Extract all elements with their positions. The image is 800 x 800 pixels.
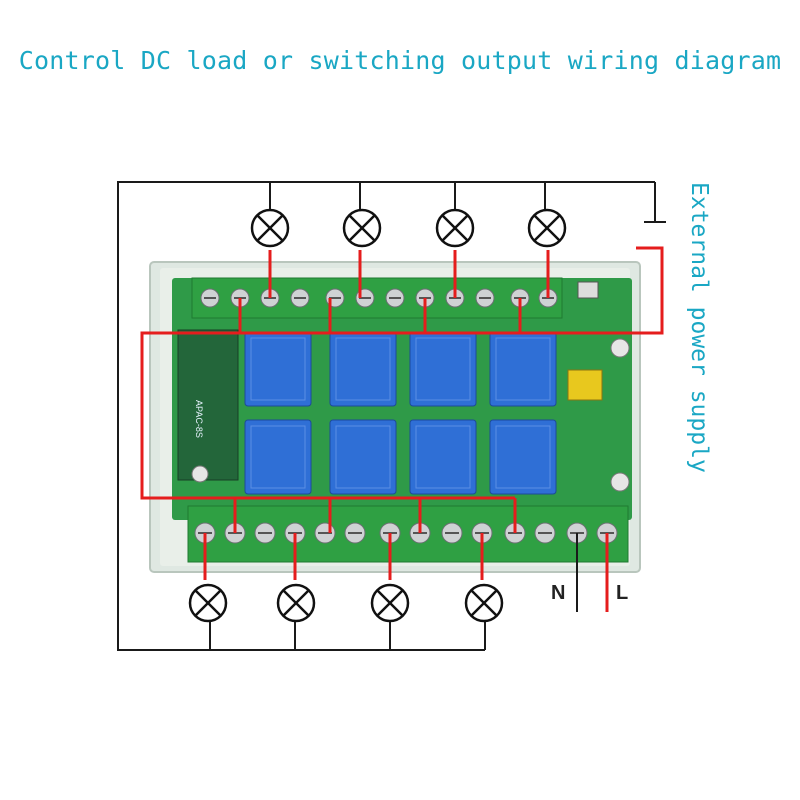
lamp-cross — [348, 214, 376, 242]
relay-body — [489, 419, 557, 495]
line-terminal-label: L — [616, 582, 629, 604]
neutral-terminal-label: N — [551, 582, 566, 604]
bottom-lamp-3 — [370, 583, 410, 623]
relay-label-area — [495, 425, 551, 489]
relay-body — [409, 419, 477, 495]
relay-3 — [409, 331, 477, 407]
top-lamp-2 — [342, 208, 382, 248]
relay-6 — [329, 419, 397, 495]
lamps — [188, 208, 567, 623]
relay-body — [409, 331, 477, 407]
relay-5 — [244, 419, 312, 495]
relay-8 — [489, 419, 557, 495]
transformer — [567, 369, 603, 401]
relay-7 — [409, 419, 477, 495]
board-model-text: APAC-8S — [194, 400, 204, 438]
lamp-cross — [282, 589, 310, 617]
capacitor-2 — [610, 472, 630, 492]
capacitor-3 — [191, 465, 209, 483]
relay-1 — [244, 331, 312, 407]
relay-body — [329, 419, 397, 495]
top-lamp-3 — [435, 208, 475, 248]
relay-label-area — [250, 337, 306, 401]
relay-4 — [489, 331, 557, 407]
bottom-lamp-4 — [464, 583, 504, 623]
relay-label-area — [250, 425, 306, 489]
lamp-cross — [533, 214, 561, 242]
top-lamp-1 — [250, 208, 290, 248]
learn-button — [577, 281, 599, 299]
relay-body — [244, 419, 312, 495]
relay-label-area — [335, 425, 391, 489]
lamp-cross — [441, 214, 469, 242]
bottom-lamp-1 — [188, 583, 228, 623]
relay-2 — [329, 331, 397, 407]
relay-body — [489, 331, 557, 407]
dc-negative-loop — [117, 181, 655, 651]
relay-label-area — [495, 337, 551, 401]
relay-group — [244, 331, 557, 495]
lamp-cross — [256, 214, 284, 242]
lamp-cross — [470, 589, 498, 617]
lamp-cross — [194, 589, 222, 617]
bottom-lamp-2 — [276, 583, 316, 623]
external-power-supply-label: External power supply — [686, 182, 712, 473]
relay-label-area — [335, 337, 391, 401]
top-terminal-block — [191, 277, 563, 319]
receiver-module — [177, 329, 239, 481]
wires — [117, 181, 666, 651]
top-lamp-4 — [527, 208, 567, 248]
relay-label-area — [415, 425, 471, 489]
relay-label-area — [415, 337, 471, 401]
relay-body — [329, 331, 397, 407]
dc-positive-bus — [140, 246, 664, 500]
lamp-cross — [376, 589, 404, 617]
relay-body — [244, 331, 312, 407]
capacitor — [610, 338, 630, 358]
diagram-title: Control DC load or switching output wiri… — [18, 46, 782, 75]
bottom-terminal-block — [187, 505, 629, 563]
